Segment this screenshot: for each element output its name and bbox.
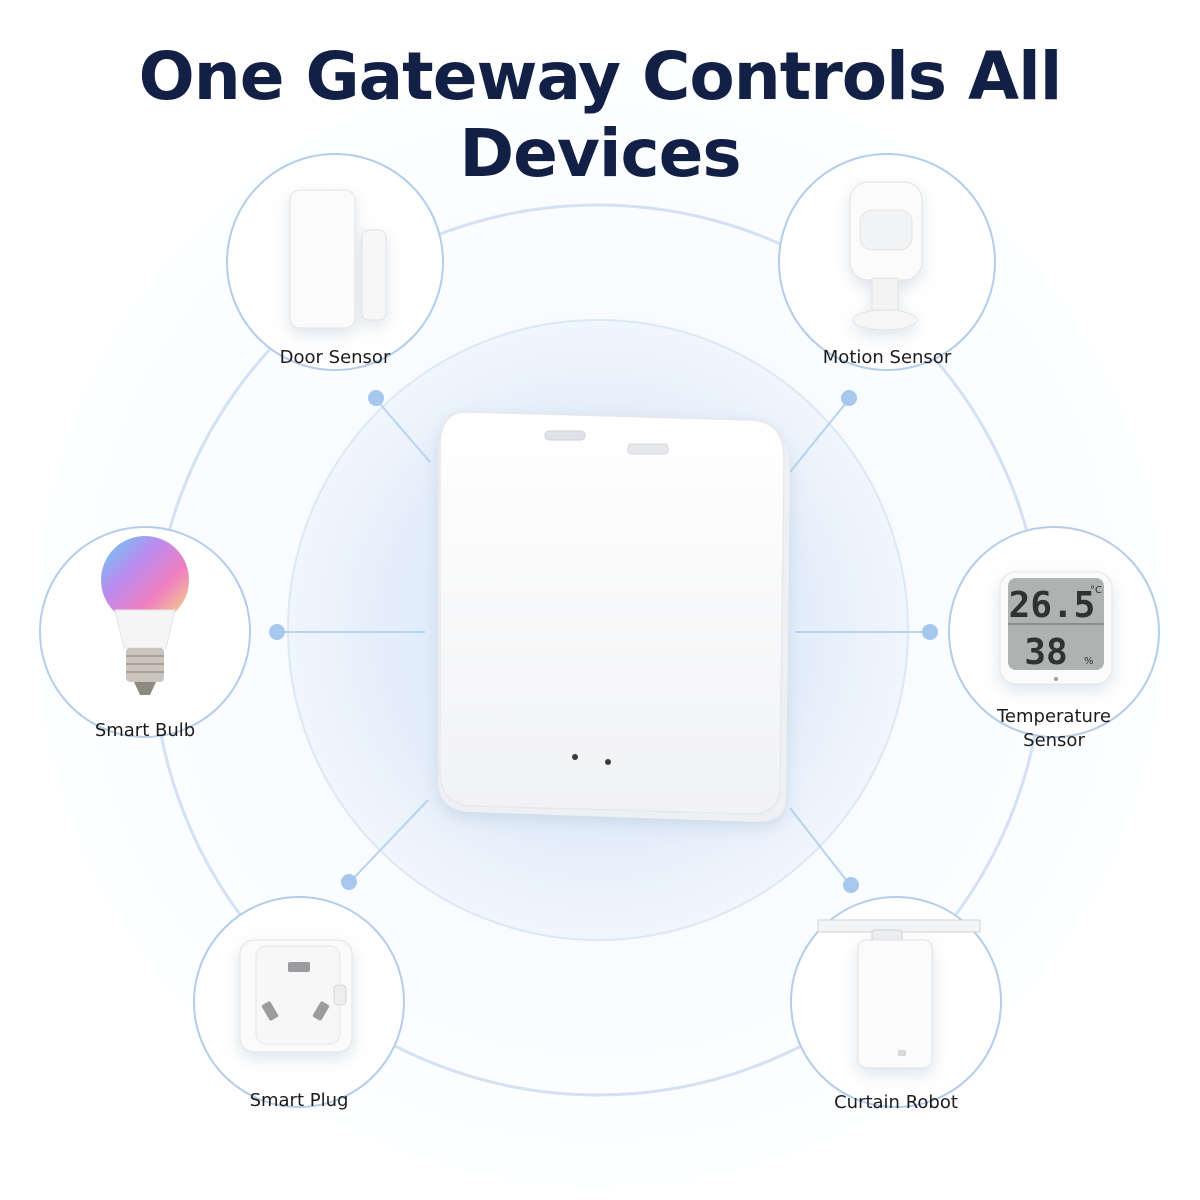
motion-sensor-label: Motion Sensor	[822, 347, 952, 368]
humidity-unit: %	[1084, 656, 1094, 667]
reset-slot	[627, 443, 669, 455]
motion-sensor-image	[849, 181, 923, 331]
curtain-robot-label: Curtain Robot	[834, 1092, 958, 1113]
humidity-readout: 38	[1024, 632, 1067, 673]
page-title: One Gateway Controls All Devices	[138, 38, 1063, 192]
connector-motion	[789, 397, 851, 473]
dot-motion	[841, 390, 857, 406]
connector-plug	[349, 799, 429, 883]
smart-plug-label: Smart Plug	[249, 1090, 349, 1111]
usb-port	[544, 430, 586, 441]
smart-bulb-image	[101, 536, 189, 695]
dot-bulb	[269, 624, 285, 640]
dot-temp	[922, 624, 938, 640]
status-led-left	[572, 754, 578, 760]
dot-door	[368, 390, 384, 406]
connector-robot	[789, 807, 851, 886]
connector-door	[374, 397, 431, 463]
smart-plug-image	[239, 939, 353, 1053]
temperature-readout: 26.5	[1009, 585, 1096, 626]
door-sensor-label: Door Sensor	[279, 347, 391, 368]
smart-bulb-label: Smart Bulb	[94, 720, 196, 741]
temperature-sensor-image: 26.5 38 °C %	[999, 571, 1113, 685]
status-led-right	[605, 759, 611, 765]
curtain-robot-image	[817, 919, 981, 1069]
dot-plug	[341, 874, 357, 890]
dot-robot	[843, 877, 859, 893]
temperature-unit: °C	[1090, 585, 1102, 596]
connector-lines	[278, 397, 930, 886]
gateway-hub	[438, 411, 790, 822]
door-sensor-image	[289, 189, 387, 329]
temperature-sensor-label: Temperature Sensor	[996, 706, 1112, 751]
connector-dots	[269, 390, 938, 893]
